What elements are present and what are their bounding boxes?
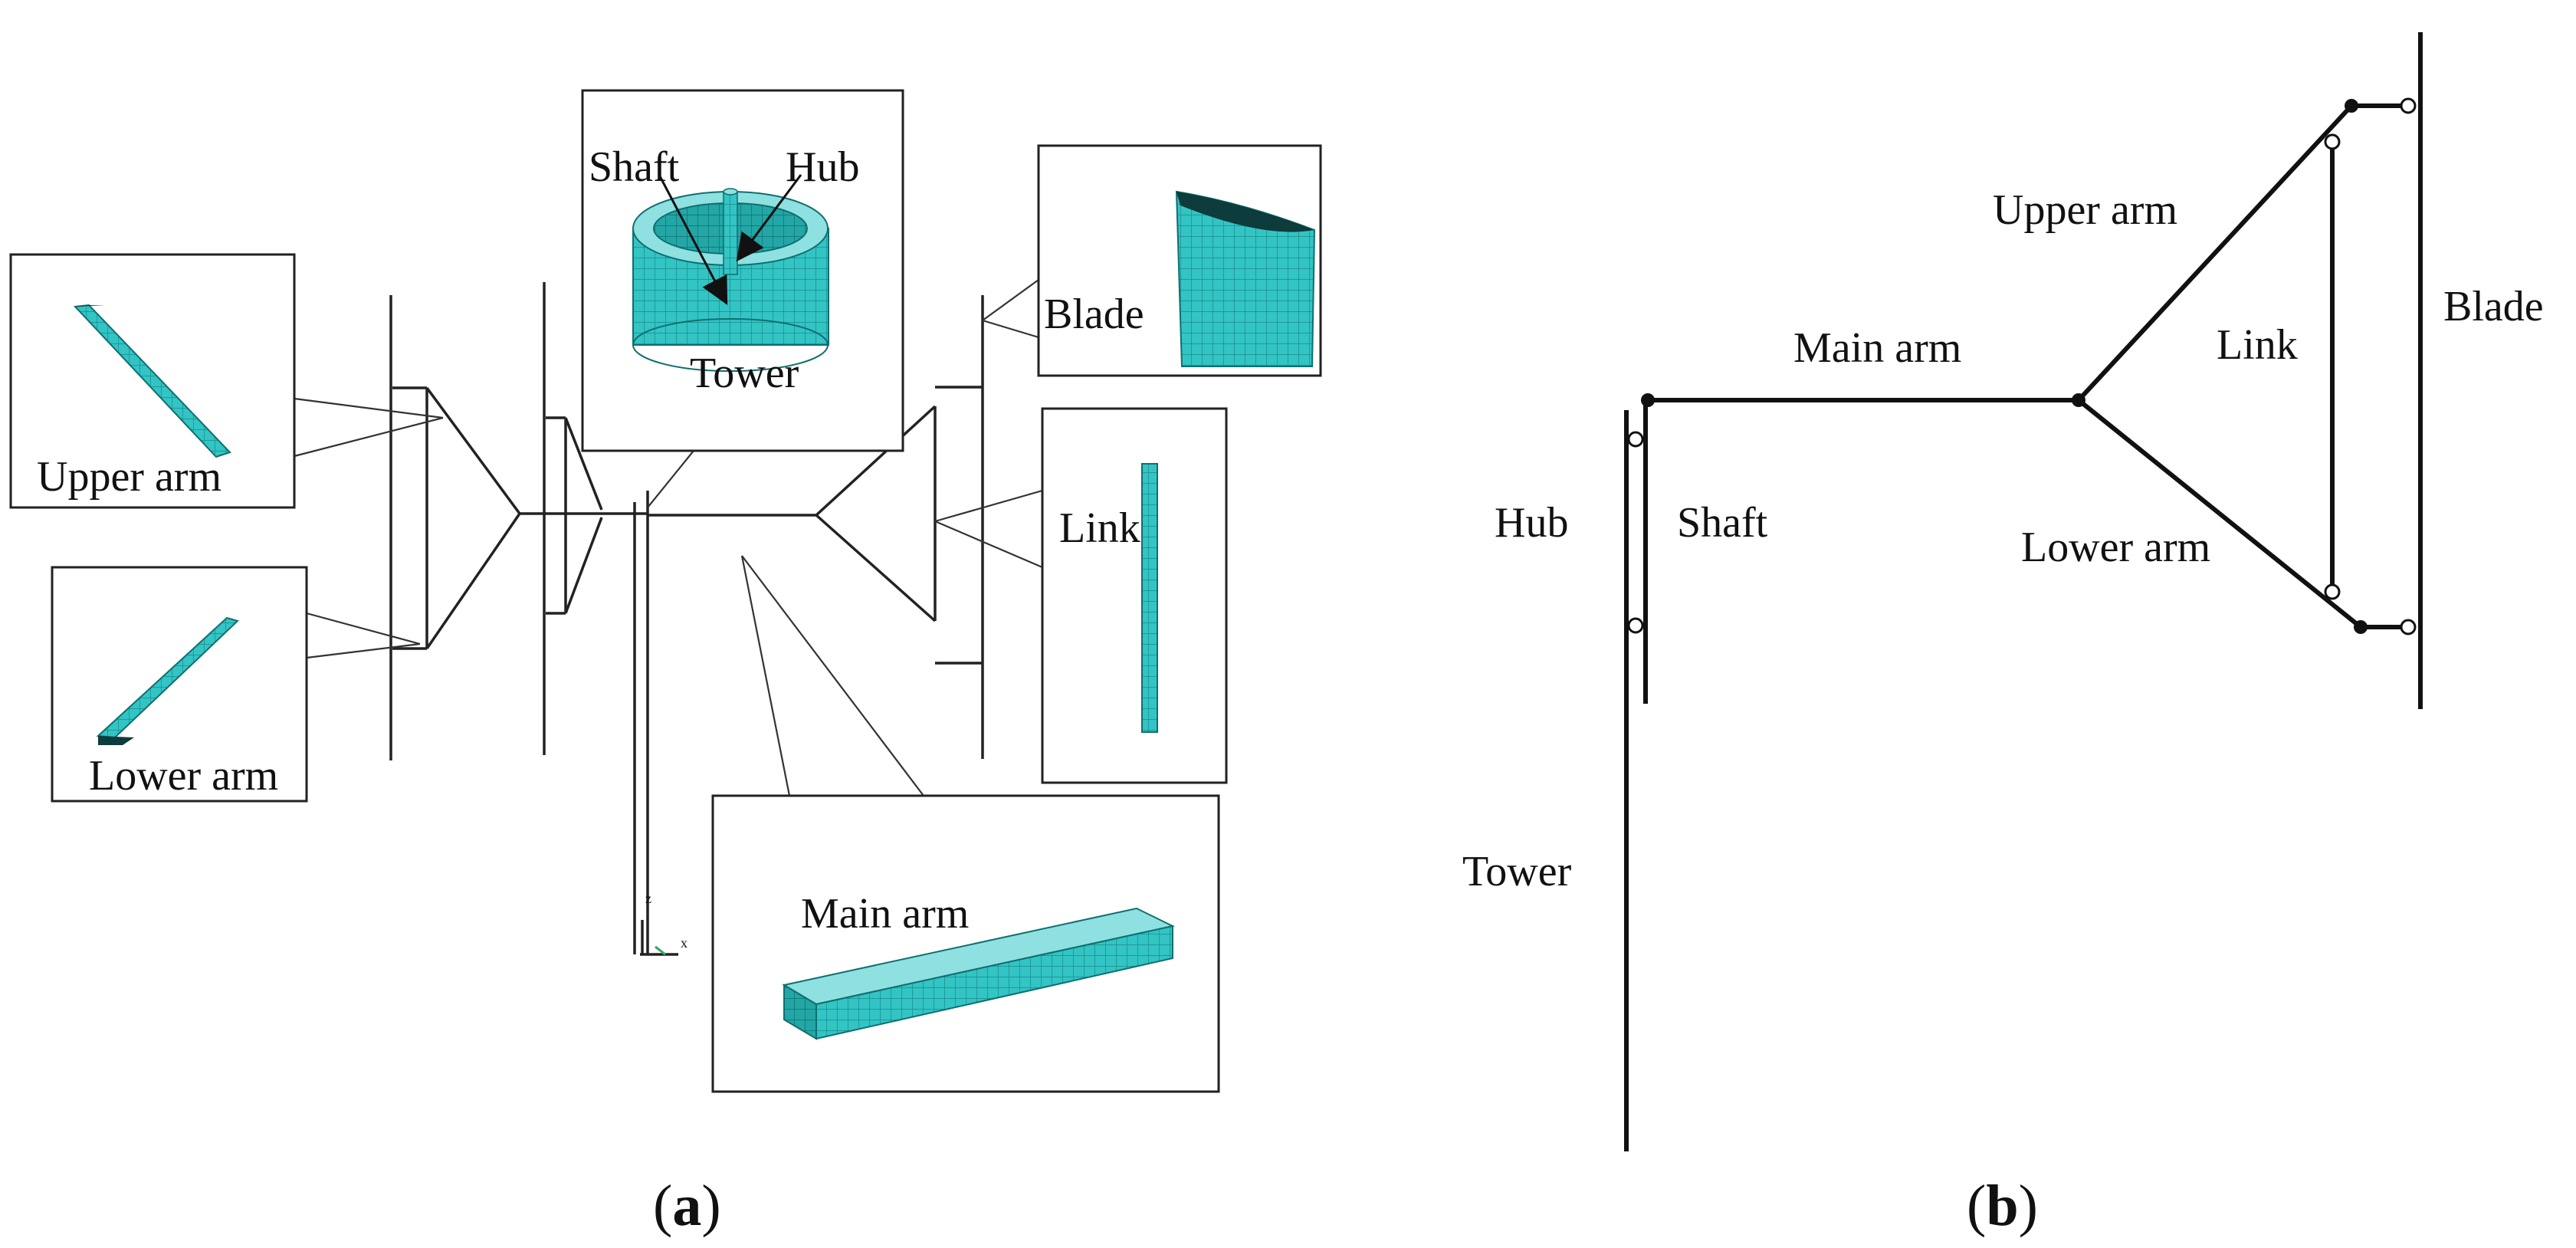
panel-a: z x Upper arm L [9, 89, 1322, 1238]
tower-label: Tower [690, 350, 799, 397]
lower-arm-box: Lower arm [51, 566, 308, 803]
link-label: Link [1059, 504, 1140, 552]
b-main-arm-label: Main arm [1793, 324, 1961, 372]
b-hub-label: Hub [1495, 499, 1568, 547]
main-arm-box: Main arm [711, 794, 1220, 1093]
leader-lines [294, 279, 1043, 796]
shaft-mesh [723, 191, 738, 275]
main-arm-label: Main arm [801, 890, 969, 938]
shaft-label: Shaft [589, 143, 680, 191]
link-box: Link [1041, 407, 1228, 784]
axis-z-label: z [645, 891, 651, 906]
b-link-label: Link [2217, 321, 2298, 369]
upper-arm-box: Upper arm [9, 253, 296, 509]
hub-label: Hub [786, 143, 859, 191]
b-lower-arm-label: Lower arm [2021, 524, 2210, 571]
b-blade-label: Blade [2443, 283, 2544, 330]
link-mesh [1141, 463, 1158, 733]
panel-b: Upper arm Blade Main arm Link Hub Shaft … [1462, 32, 2544, 1238]
blade-label: Blade [1044, 291, 1144, 338]
blade-box: Blade [1037, 144, 1322, 377]
axis-x-label: x [681, 935, 687, 951]
b-upper-arm-label: Upper arm [1993, 186, 2177, 234]
upper-arm-label: Upper arm [37, 453, 222, 501]
b-shaft-label: Shaft [1677, 499, 1768, 547]
hub-box: Shaft Hub Tower [581, 89, 904, 452]
structure-wireframe: z x [389, 282, 984, 956]
lower-arm-label: Lower arm [89, 752, 278, 800]
caption-b: (b) [1967, 1174, 2038, 1238]
caption-a: (a) [653, 1174, 721, 1238]
b-tower-label: Tower [1462, 848, 1572, 895]
upper-arm-mesh [73, 304, 231, 458]
